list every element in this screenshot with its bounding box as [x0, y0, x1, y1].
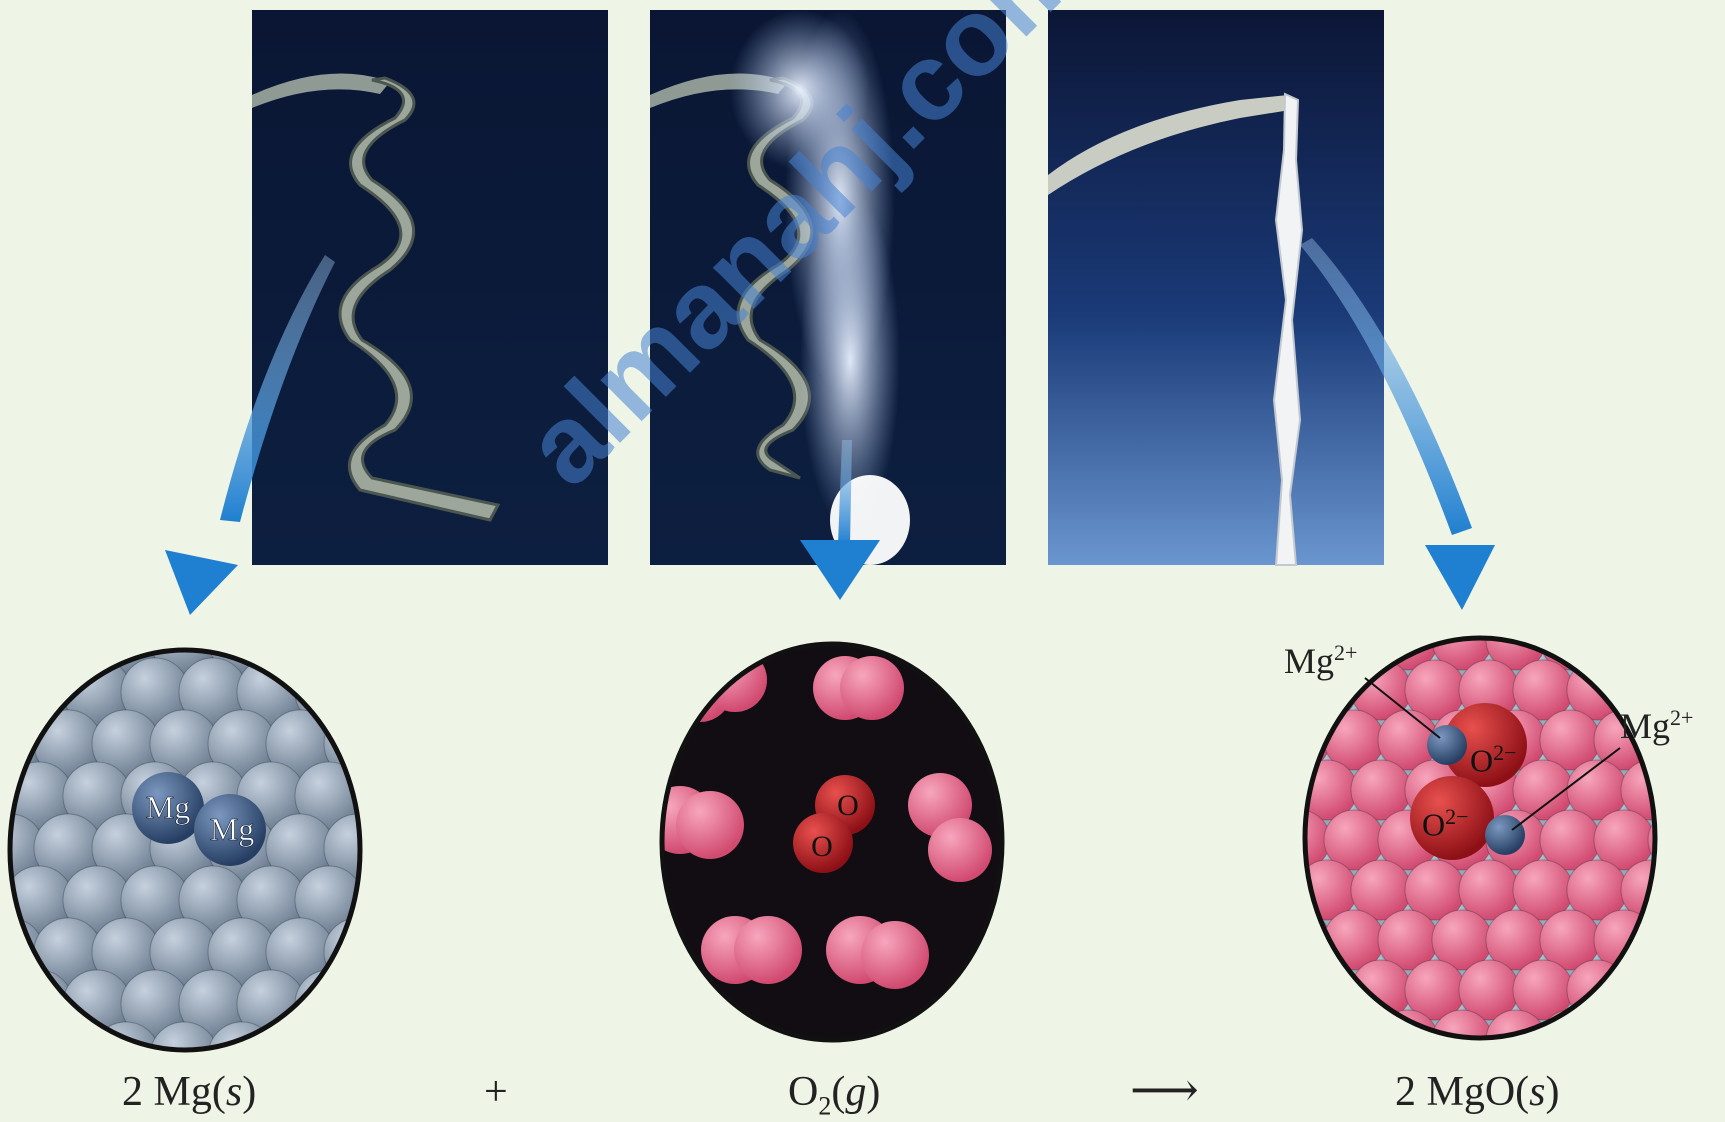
mg-ion-sphere	[1582, 1048, 1610, 1076]
mg-lattice-atom	[295, 970, 363, 1038]
equation-arrow: ⟶	[1130, 1062, 1199, 1118]
o-ion-sphere	[1324, 1010, 1384, 1070]
o2-molecule	[826, 916, 929, 989]
mg-ion-label-left: Mg2+	[1284, 640, 1357, 682]
o-ion-sphere	[1675, 760, 1725, 820]
mg-lattice-atom	[266, 1022, 334, 1090]
o-ion-sphere	[1675, 860, 1725, 920]
o2-molecule	[813, 656, 904, 720]
mg-ion-sphere	[1636, 1048, 1664, 1076]
mg-lattice-atom	[411, 658, 479, 726]
mg-ion-sphere	[1690, 748, 1718, 776]
o-ion-sphere	[1648, 910, 1708, 970]
mg-lattice-atom	[0, 606, 44, 674]
mg-lattice-atom	[266, 606, 334, 674]
mg-lattice-atom	[411, 762, 479, 830]
mg-lattice-atom	[0, 1022, 44, 1090]
mg-ion-sphere	[1636, 648, 1664, 676]
mg-ion-sphere	[1366, 1048, 1394, 1076]
mg-lattice-atom	[353, 658, 421, 726]
o-ion-sphere	[1675, 960, 1725, 1020]
mg-lattice-atom	[353, 970, 421, 1038]
o-ion-label-top: O2−	[1470, 740, 1517, 780]
o-ion-sphere	[1621, 960, 1681, 1020]
mg-ion-sphere	[1609, 998, 1637, 1026]
o-ion-sphere	[1648, 1010, 1708, 1070]
mg-ion-label-right: Mg2+	[1620, 705, 1693, 747]
mg-lattice-atom	[382, 1022, 450, 1090]
o-ion-label-bottom: O2−	[1422, 804, 1469, 844]
mg-lattice-atom	[382, 710, 450, 778]
mg-lattice-atom	[382, 918, 450, 986]
mg-lattice-atom	[34, 1022, 102, 1090]
o-ion-sphere	[1486, 1010, 1546, 1070]
mg-ion-sphere	[1663, 798, 1691, 826]
o-ion-sphere	[1594, 610, 1654, 670]
o2-molecule	[701, 916, 802, 984]
mg-ion-sphere	[1636, 948, 1664, 976]
mg-ion-sphere	[1690, 1048, 1718, 1076]
mg-ion-sphere	[1717, 898, 1725, 926]
mg-lattice-atom	[324, 1022, 392, 1090]
equation-oxygen: O2(g)	[788, 1068, 880, 1121]
o-atom-label-1: O	[837, 789, 859, 822]
o-atom-label-2: O	[811, 830, 833, 863]
photo-magnesium-ribbon	[252, 10, 608, 565]
mg-ion-sphere	[1690, 848, 1718, 876]
mg-lattice-atom	[34, 606, 102, 674]
o-ion-sphere	[1540, 1010, 1600, 1070]
mg-lattice-atom	[382, 814, 450, 882]
mg-ion-sphere	[1312, 1048, 1340, 1076]
mg-ion-sphere	[1717, 698, 1725, 726]
mg-ion-sphere	[1690, 948, 1718, 976]
mg-ion-sphere	[1717, 798, 1725, 826]
mg-ion-sphere	[1717, 998, 1725, 1026]
o-ion-sphere	[1594, 1010, 1654, 1070]
equation-plus: +	[484, 1068, 508, 1116]
o-ion-sphere	[1648, 610, 1708, 670]
equation-magnesium: 2 Mg(s)	[122, 1068, 256, 1116]
magnesium-lattice-circle	[0, 606, 479, 1090]
mg-ion-sphere	[1663, 898, 1691, 926]
mg-lattice-atom	[353, 866, 421, 934]
equation-magnesium-oxide: 2 MgO(s)	[1395, 1068, 1560, 1116]
mg-lattice-atom	[5, 970, 73, 1038]
mg-lattice-atom	[382, 606, 450, 674]
mg-atom-label-2: Mg	[210, 811, 254, 847]
mg-ion-sphere	[1339, 998, 1367, 1026]
o-ion-sphere	[1270, 1010, 1330, 1070]
mg-atom-label-1: Mg	[146, 789, 190, 825]
mg-lattice-atom	[353, 762, 421, 830]
mg-ion-sphere	[1582, 648, 1610, 676]
mg-lattice-atom	[324, 606, 392, 674]
mg-ion-sphere	[1663, 998, 1691, 1026]
mg-lattice-atom	[411, 970, 479, 1038]
mg-lattice-atom	[411, 866, 479, 934]
mg-ion-sphere	[1690, 648, 1718, 676]
